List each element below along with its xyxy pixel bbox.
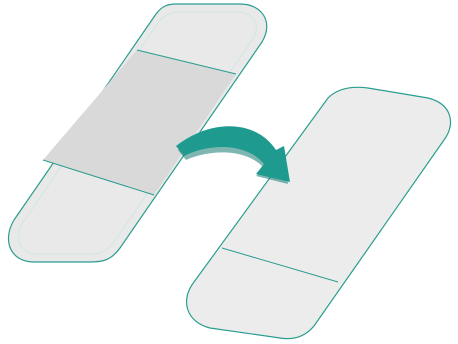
right-bandage-outline	[187, 87, 451, 338]
right-bandage	[187, 87, 451, 338]
